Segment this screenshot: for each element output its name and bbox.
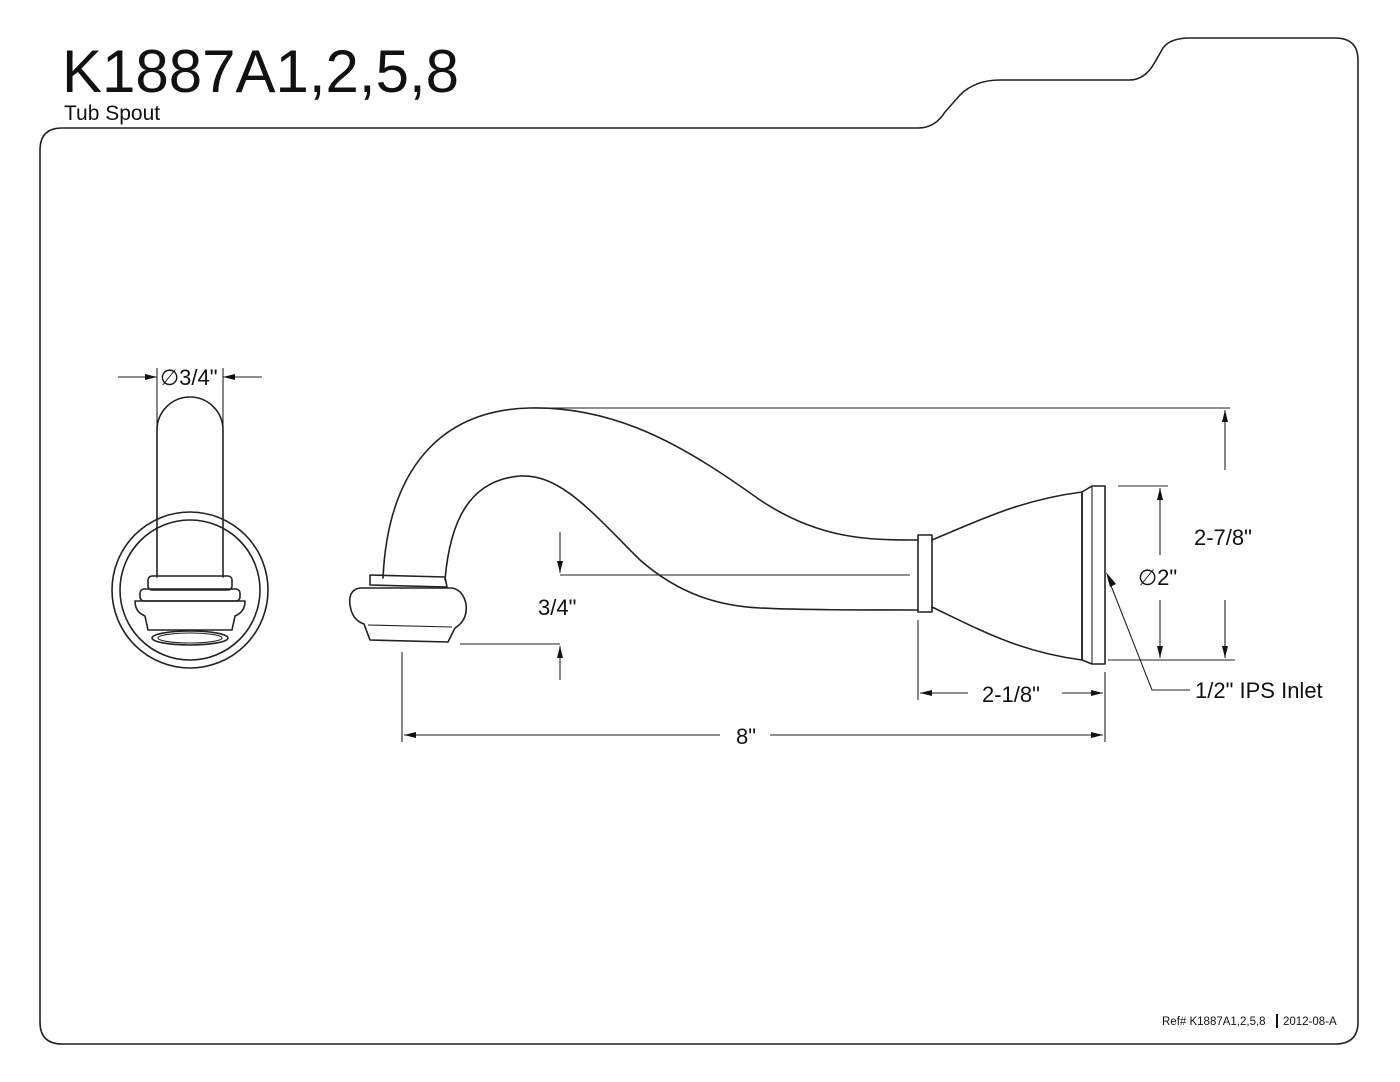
revision-code: 2012-08-A (1283, 1016, 1337, 1028)
reference-number: Ref# K1887A1,2,5,8 (1162, 1016, 1266, 1028)
flange-diameter-label: ∅2" (1138, 565, 1177, 590)
pipe-diameter-label: ∅3/4" (160, 365, 218, 390)
front-view: ∅3/4" (111, 365, 269, 669)
base-length-label: 2-1/8" (982, 682, 1040, 707)
side-view: 2-7/8" ∅2" 3/4" 2-1/8" 8" 1/2" IPS Inlet (348, 407, 1323, 749)
outlet-drop-label: 3/4" (538, 595, 576, 620)
product-subtitle: Tub Spout (64, 102, 160, 125)
overall-length-label: 8" (736, 724, 756, 749)
sheet-border (39, 37, 1359, 1045)
overall-height-label: 2-7/8" (1194, 525, 1252, 550)
model-title: K1887A1,2,5,8 (62, 38, 459, 105)
inlet-callout-label: 1/2" IPS Inlet (1195, 678, 1323, 703)
